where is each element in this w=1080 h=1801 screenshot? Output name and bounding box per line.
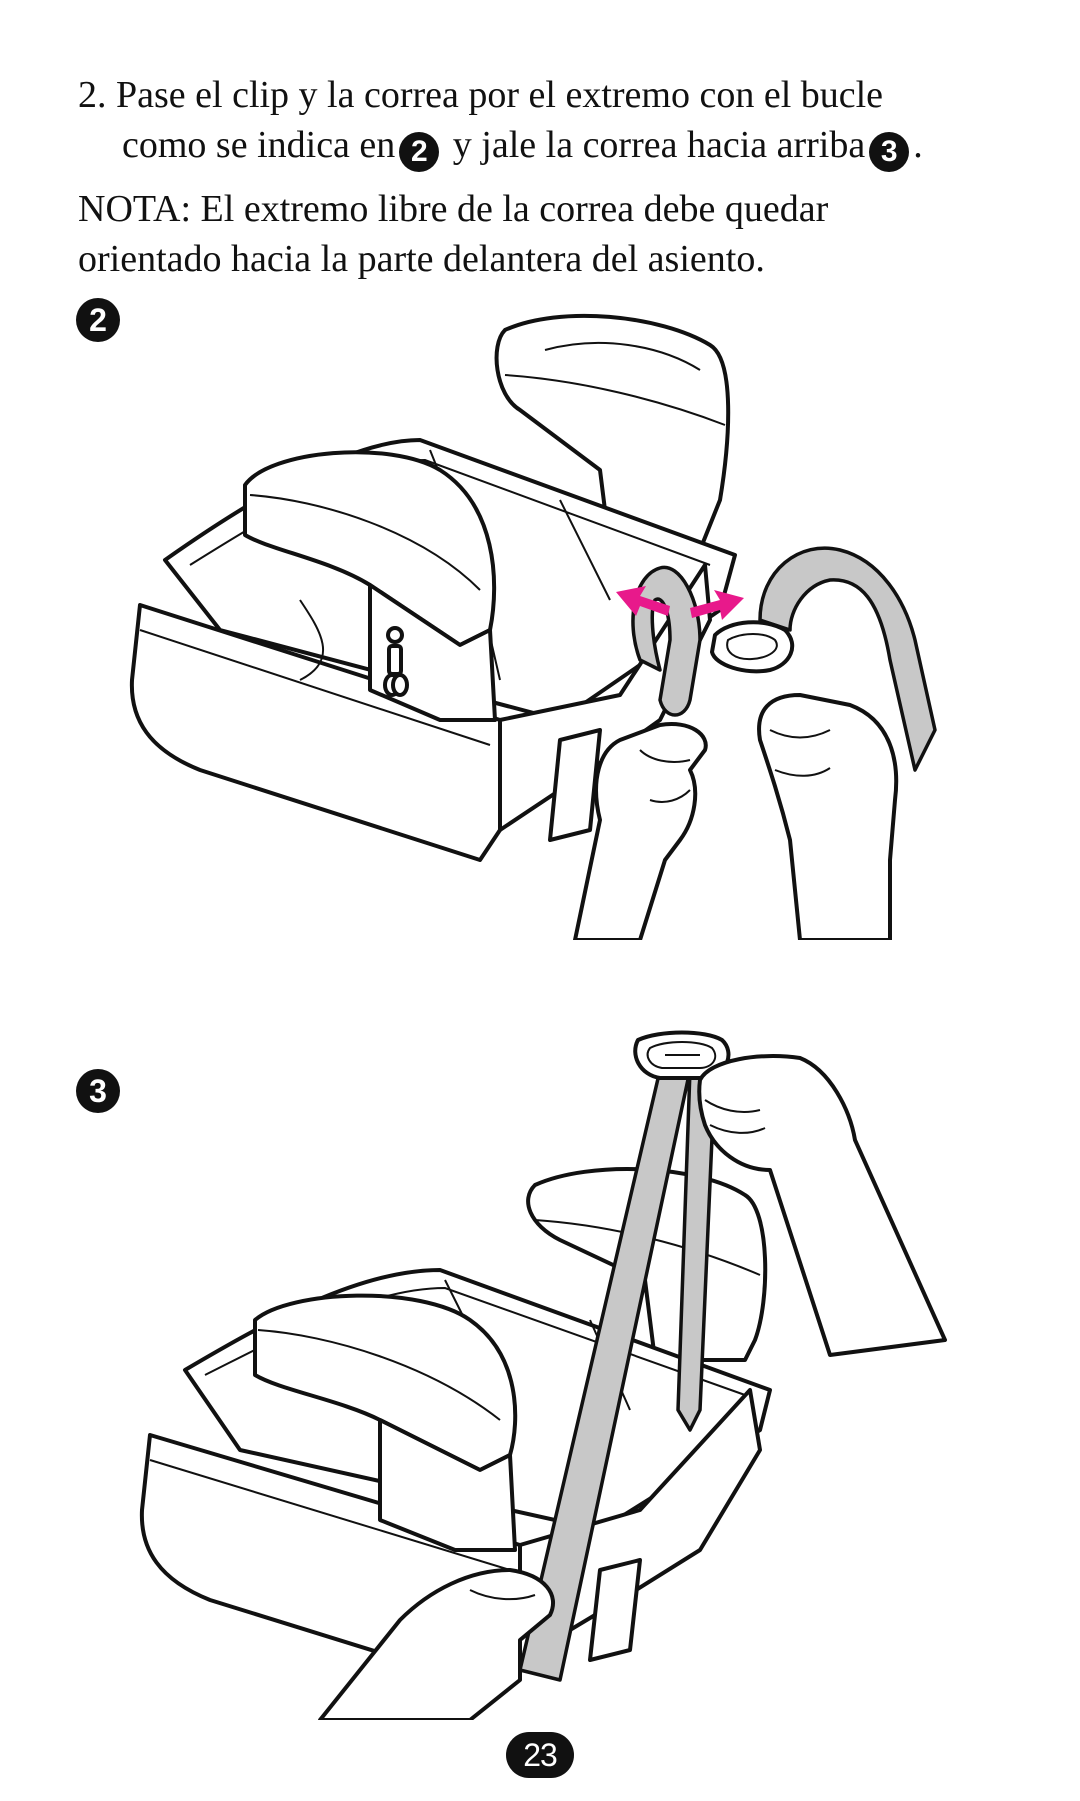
left-hand [573,722,708,940]
belt-clip [710,620,795,674]
seat-base [129,603,502,862]
figure-ref-3-icon: 3 [869,132,910,172]
step-text-2a: como se indica en [122,124,396,166]
step-text-2b: y jale la correa hacia arriba [452,124,866,166]
figure-ref-2-icon: 2 [399,132,440,172]
step-text-1: Pase el clip y la correa por el extremo … [116,74,884,116]
step-line-1: 2. Pase el clip y la correa por el extre… [78,70,1038,120]
lower-hand [318,1568,556,1720]
belt-strap-free-end [758,546,937,772]
direction-arrow-left [616,586,670,616]
figure-2-illustration [129,313,937,940]
step-instruction: 2. Pase el clip y la correa por el extre… [78,70,1038,172]
page-number: 23 [506,1732,574,1778]
figure-2-badge: 2 [76,298,120,342]
front-armrest [243,450,497,647]
step-number: 2. [78,74,107,116]
right-hand [757,693,899,940]
figure-3-badge: 3 [76,1069,120,1113]
rear-armrest [494,313,731,552]
note-line-2: orientado hacia la parte delantera del a… [78,238,765,280]
direction-arrow-right [690,590,744,620]
note: NOTA: El extremo libre de la correa debe… [78,184,1038,284]
figure-3-illustration [139,1030,947,1720]
note-line-1: NOTA: El extremo libre de la correa debe… [78,188,829,230]
step-text-end: . [913,124,923,166]
